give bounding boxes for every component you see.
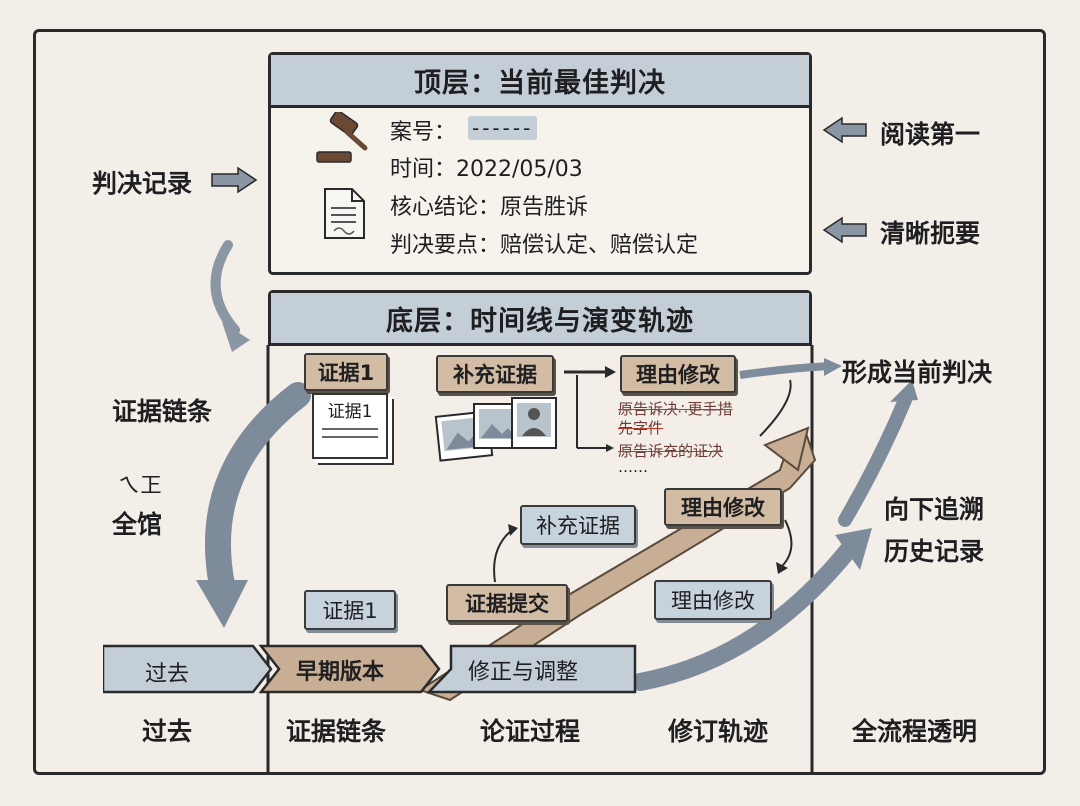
label-trace-1: 向下追溯	[884, 495, 985, 524]
tag-evidence1-timeline: 证据1	[304, 590, 396, 630]
conclusion-field: 核心结论：原告胜诉	[390, 195, 589, 220]
trace-up-arrowhead	[835, 528, 872, 570]
verdict-up-arrow	[838, 393, 912, 527]
verdict-up-arrowhead	[890, 380, 918, 402]
label-trace-2: 历史记录	[884, 537, 985, 566]
note-line-3: 原告诉充的证决	[618, 442, 724, 460]
bottom-label-past: 过去	[142, 717, 193, 746]
trace-up-arrow	[631, 539, 859, 691]
record-curve-arrow	[210, 240, 240, 335]
note-line-2: 先字件	[618, 419, 664, 437]
time-field: 时间：2022/05/03	[390, 157, 583, 182]
tag-supplement-timeline: 补充证据	[520, 505, 636, 545]
timeline-chevrons	[103, 644, 637, 694]
gavel-icon	[316, 112, 368, 163]
evidence-doc-stack: 证据1	[312, 393, 388, 459]
label-clear-summary: 清晰扼要	[880, 219, 981, 248]
bottom-label-revision: 修订轨迹	[668, 717, 769, 746]
label-read-first: 阅读第一	[880, 120, 981, 149]
arrow-clear-summary-left	[822, 216, 867, 244]
bottom-label-chain: 证据链条	[286, 717, 387, 746]
label-record: 判决记录	[92, 169, 193, 198]
timeline-correction: 修正与调整	[468, 660, 579, 685]
key-points-field: 判决要点：赔偿认定、赔偿认定	[390, 233, 699, 258]
timeline-early: 早期版本	[296, 660, 385, 685]
timeline-past: 过去	[145, 662, 190, 687]
arrow-record-right	[211, 166, 258, 194]
case-number-value: ------	[468, 116, 538, 140]
label-form-verdict: 形成当前判决	[842, 358, 993, 387]
bottom-label-transparent: 全流程透明	[852, 717, 978, 746]
tag-revise-side: 理由修改	[654, 580, 772, 620]
arrow-read-first-left	[822, 116, 867, 144]
tag-revise-timeline: 理由修改	[664, 488, 782, 526]
label-all: 全馆	[112, 510, 163, 539]
record-curve-arrowhead	[222, 322, 250, 352]
case-number-label: 案号：	[390, 120, 457, 145]
tag-revise-upper: 理由修改	[620, 355, 736, 393]
label-scribble: ㄟ㠪	[118, 474, 163, 499]
arrow-revise-verdict	[739, 362, 831, 379]
timeline-ribbon-head	[762, 426, 810, 472]
top-panel-title: 顶层：当前最佳判决	[271, 55, 809, 108]
bottom-panel-title: 底层：时间线与演变轨迹	[271, 293, 809, 343]
photos-icon	[434, 397, 557, 462]
evidence-doc-label: 证据1	[327, 402, 373, 422]
note-line-1: 原告诉决∴更手措	[618, 400, 733, 418]
document-icon	[324, 188, 365, 239]
tag-evidence1: 证据1	[304, 353, 388, 391]
chain-down-arrow	[204, 382, 311, 598]
tag-supplement: 补充证据	[436, 355, 554, 393]
note-ellipsis: ……	[618, 458, 648, 476]
bottom-panel-header: 底层：时间线与演变轨迹	[268, 290, 812, 346]
tag-submit: 证据提交	[446, 584, 568, 622]
bottom-label-reasoning: 论证过程	[480, 717, 581, 746]
outer-frame	[33, 29, 1046, 775]
chain-down-arrowhead	[196, 580, 248, 628]
label-chain: 证据链条	[112, 397, 213, 426]
